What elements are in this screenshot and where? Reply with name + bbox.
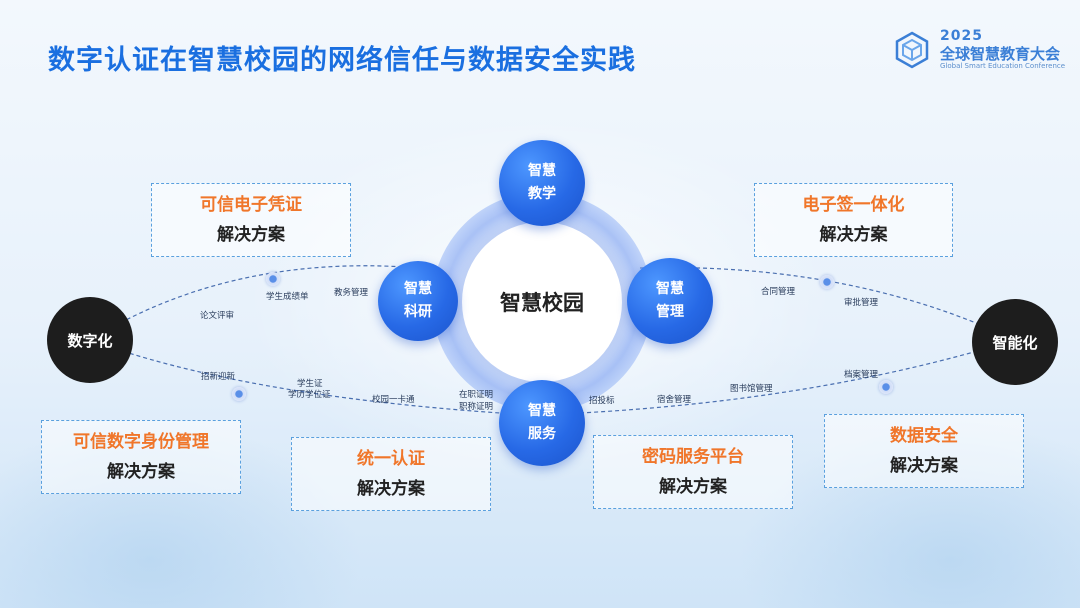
hub-label: 智慧校园 bbox=[500, 291, 584, 315]
label-library: 图书馆管理 bbox=[730, 384, 773, 394]
node-line: 教学 bbox=[528, 186, 556, 202]
solution-e-signature-integration: 电子签一体化 解决方案 bbox=[754, 183, 953, 257]
solution-crypto-service-platform: 密码服务平台 解决方案 bbox=[593, 435, 793, 509]
orbit-lower-left bbox=[89, 339, 501, 414]
solution-subtitle: 解决方案 bbox=[357, 479, 425, 499]
node-smart-teaching: 智慧 教学 bbox=[499, 140, 585, 226]
solution-subtitle: 解决方案 bbox=[890, 456, 958, 476]
hub-smart-campus: 智慧校园 bbox=[462, 222, 622, 382]
orbit-dot bbox=[232, 387, 246, 401]
label-title-certificate: 职称证明 bbox=[459, 402, 494, 412]
label-dormitory: 宿舍管理 bbox=[657, 395, 692, 405]
solution-subtitle: 解决方案 bbox=[217, 225, 285, 245]
solution-subtitle: 解决方案 bbox=[659, 477, 727, 497]
orbit-dot bbox=[266, 272, 280, 286]
solution-title: 统一认证 bbox=[357, 449, 425, 469]
solution-subtitle: 解决方案 bbox=[107, 462, 175, 482]
brand-subtitle: Global Smart Education Conference bbox=[940, 62, 1066, 70]
solution-title: 电子签一体化 bbox=[802, 195, 905, 215]
orbit-dot bbox=[879, 380, 893, 394]
solution-title: 数据安全 bbox=[890, 426, 958, 446]
solution-title: 密码服务平台 bbox=[642, 447, 744, 467]
brand-year: 2025 bbox=[940, 28, 983, 44]
label-contract: 合同管理 bbox=[761, 287, 796, 297]
node-line: 智慧 bbox=[656, 281, 684, 297]
label-employment-certificate: 在职证明 bbox=[459, 390, 494, 400]
label-approval: 审批管理 bbox=[844, 298, 879, 308]
label-academic-affairs: 教务管理 bbox=[334, 288, 369, 298]
solution-title: 可信电子凭证 bbox=[200, 195, 302, 215]
end-digitalization: 数字化 bbox=[47, 297, 133, 383]
orbit-lower-right bbox=[579, 339, 1016, 414]
conference-brand: 2025 全球智慧教育大会 Global Smart Education Con… bbox=[892, 28, 1072, 72]
label-student-id: 学生证 bbox=[297, 379, 323, 389]
label-degree-certificate: 学历学位证 bbox=[288, 390, 331, 400]
label-transcript: 学生成绩单 bbox=[266, 292, 309, 302]
orbit-upper-left bbox=[89, 265, 441, 341]
node-line: 服务 bbox=[528, 426, 556, 442]
node-smart-service: 智慧 服务 bbox=[499, 380, 585, 466]
hexagon-cube-logo-icon bbox=[895, 31, 929, 69]
label-thesis-review: 论文评审 bbox=[200, 311, 235, 321]
solution-subtitle: 解决方案 bbox=[819, 225, 888, 245]
node-line: 管理 bbox=[656, 304, 684, 320]
node-line: 智慧 bbox=[404, 281, 432, 297]
brand-name: 全球智慧教育大会 bbox=[940, 45, 1061, 63]
solution-trusted-digital-identity: 可信数字身份管理 解决方案 bbox=[41, 420, 241, 494]
solution-title: 可信数字身份管理 bbox=[73, 432, 209, 452]
solution-unified-authentication: 统一认证 解决方案 bbox=[291, 437, 491, 511]
orbit-upper-right bbox=[639, 267, 1016, 341]
orbit-dot bbox=[820, 275, 834, 289]
label-enrollment: 招新迎新 bbox=[201, 372, 236, 382]
node-line: 智慧 bbox=[528, 403, 556, 419]
label-archives: 档案管理 bbox=[844, 370, 879, 380]
solution-data-security: 数据安全 解决方案 bbox=[824, 414, 1024, 488]
label-campus-card: 校园一卡通 bbox=[372, 395, 415, 405]
node-smart-research: 智慧 科研 bbox=[378, 261, 458, 341]
end-intelligentization: 智能化 bbox=[972, 299, 1058, 385]
node-smart-management: 智慧 管理 bbox=[627, 258, 713, 344]
page-title: 数字认证在智慧校园的网络信任与数据安全实践 bbox=[48, 45, 636, 76]
solution-trusted-e-credential: 可信电子凭证 解决方案 bbox=[151, 183, 351, 257]
node-line: 智慧 bbox=[528, 163, 556, 179]
node-line: 科研 bbox=[404, 304, 432, 320]
label-bidding: 招投标 bbox=[589, 396, 615, 406]
